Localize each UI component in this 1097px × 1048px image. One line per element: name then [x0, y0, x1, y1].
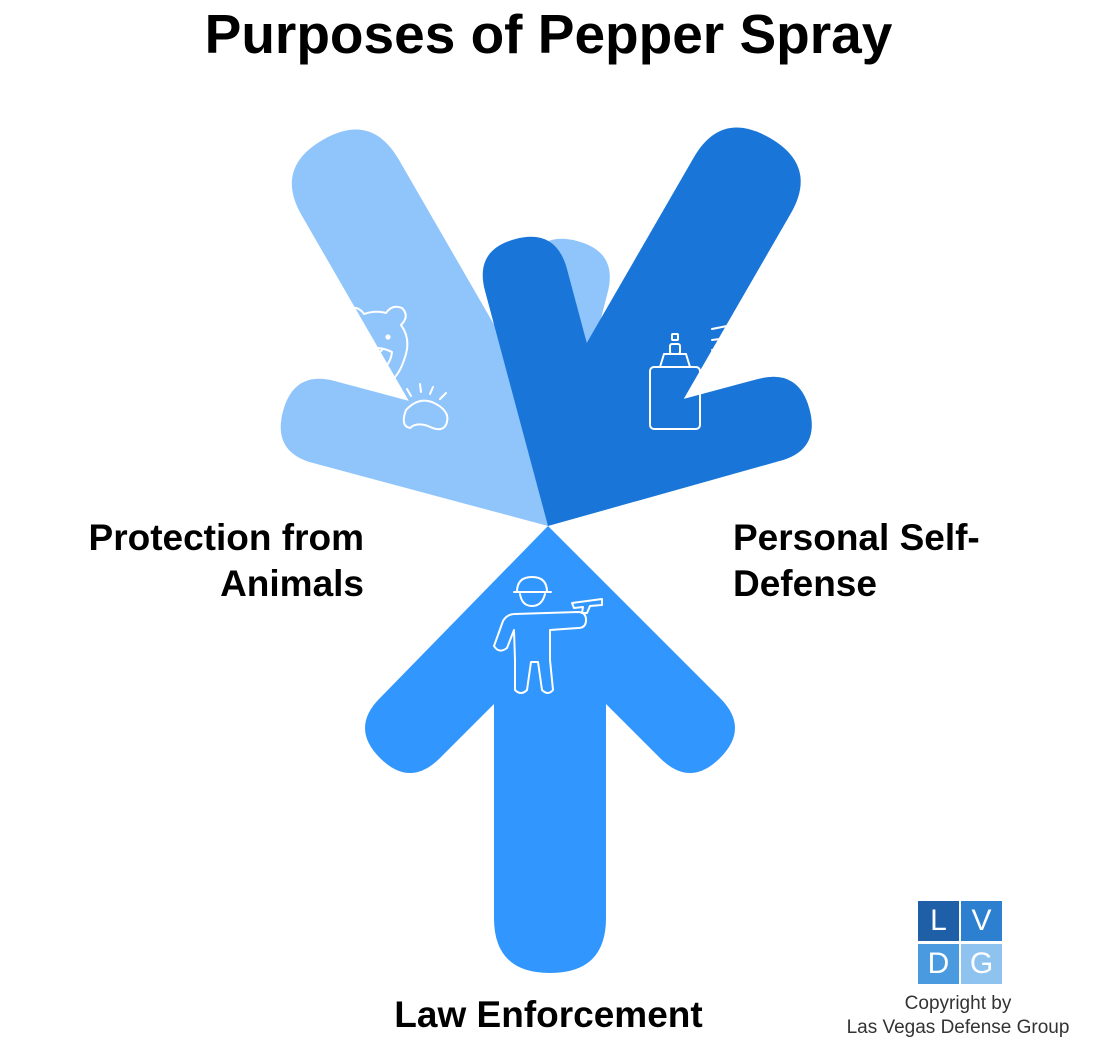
pepper-spray-icon	[649, 314, 762, 430]
logo-letter-l: L	[918, 901, 959, 941]
logo-letter-d: D	[918, 944, 959, 984]
label-self-defense: Personal Self- Defense	[733, 515, 980, 607]
label-animals: Protection from Animals	[89, 515, 364, 607]
label-self-defense-line-2: Defense	[733, 563, 877, 604]
label-animals-line-2: Animals	[220, 563, 364, 604]
logo-letter-g: G	[961, 944, 1002, 984]
self-defense-arrow-shape	[482, 127, 812, 526]
lvdg-logo: L V D G	[918, 901, 1004, 985]
copyright-text: Copyright by Las Vegas Defense Group	[820, 992, 1096, 1040]
logo-letter-v: V	[961, 901, 1002, 941]
label-law-enforcement: Law Enforcement	[0, 992, 1097, 1038]
label-animals-line-1: Protection from	[88, 517, 364, 558]
law-enforcement-arrow	[365, 526, 735, 973]
copyright-line-1: Copyright by	[904, 993, 1012, 1014]
officer-icon	[493, 576, 603, 694]
label-self-defense-line-1: Personal Self-	[733, 517, 980, 558]
label-law-enforcement-line-1: Law Enforcement	[394, 994, 703, 1035]
law-enforcement-arrow-shape	[365, 526, 735, 973]
copyright-line-2: Las Vegas Defense Group	[846, 1017, 1070, 1038]
self-defense-arrow	[482, 127, 812, 526]
bear-icon	[341, 305, 449, 431]
page-title: Purposes of Pepper Spray	[204, 3, 893, 65]
